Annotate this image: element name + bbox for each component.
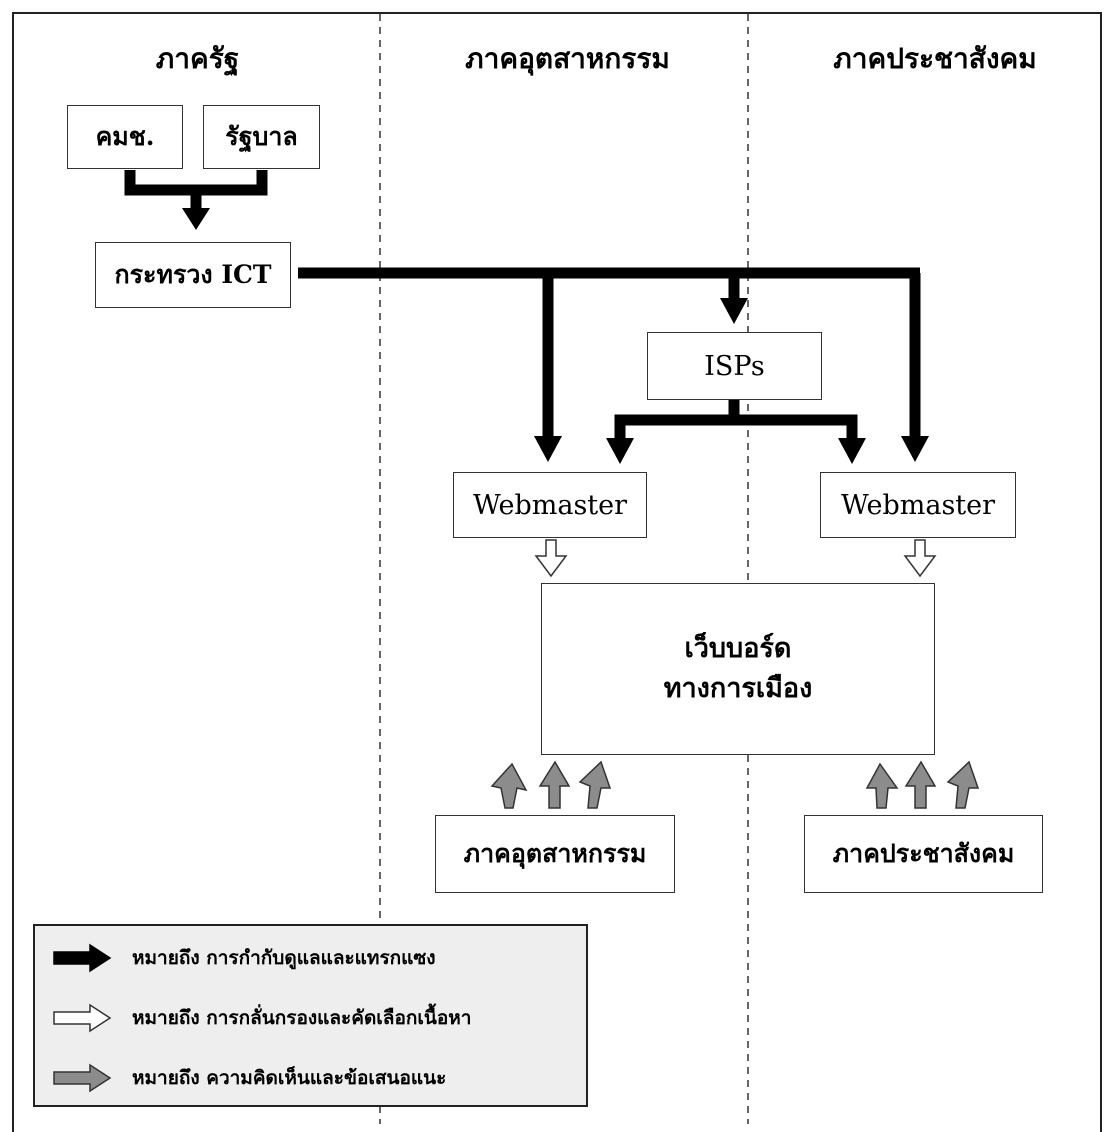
diagram-frame xyxy=(12,12,1102,1132)
industry-bottom-box: ภาคอุตสาหกรรม xyxy=(435,815,675,893)
nsc-box: คมช. xyxy=(67,105,183,169)
control-arrow-ict-bus xyxy=(298,267,929,462)
isps-box: ISPs xyxy=(647,332,822,400)
feedback-arrows-civil xyxy=(865,760,980,809)
legend-item-filter: หมายถึง การกลั่นกรองและคัดเลือกเนื้อหา xyxy=(35,998,471,1038)
column-header-state: ภาครัฐ xyxy=(155,42,240,75)
webboard-line-2: ทางการเมือง xyxy=(663,673,813,704)
government-box: รัฐบาล xyxy=(203,105,320,169)
filter-arrow-industry xyxy=(534,539,568,578)
gray-arrow-icon xyxy=(53,1063,112,1093)
legend-label-feedback: หมายถึง ความคิดเห็นและข้อเสนอแนะ xyxy=(132,1067,447,1089)
legend-box: หมายถึง การกำกับดูแลและแทรกแซง หมายถึง ก… xyxy=(33,924,588,1107)
column-header-industry: ภาคอุตสาหกรรม xyxy=(465,42,670,75)
ministry-ict-box: กระทรวง ICT xyxy=(95,242,291,308)
legend-label-control: หมายถึง การกำกับดูแลและแทรกแซง xyxy=(132,947,436,969)
political-webboard-box: เว็บบอร์ด ทางการเมือง xyxy=(541,583,935,755)
black-arrow-icon xyxy=(53,943,112,973)
column-header-civil: ภาคประชาสังคม xyxy=(833,42,1037,75)
legend-item-feedback: หมายถึง ความคิดเห็นและข้อเสนอแนะ xyxy=(35,1058,446,1098)
legend-item-control: หมายถึง การกำกับดูแลและแทรกแซง xyxy=(35,938,436,978)
civil-bottom-box: ภาคประชาสังคม xyxy=(804,815,1043,893)
webmaster-industry-box: Webmaster xyxy=(453,472,647,538)
feedback-arrows-industry xyxy=(490,760,612,809)
filter-arrow-civil xyxy=(903,539,937,578)
white-arrow-icon xyxy=(53,1003,112,1033)
webmaster-civil-box: Webmaster xyxy=(820,472,1016,538)
legend-label-filter: หมายถึง การกลั่นกรองและคัดเลือกเนื้อหา xyxy=(132,1007,472,1029)
control-arrow-state-merge xyxy=(124,170,268,230)
control-arrow-isps-split xyxy=(606,400,866,464)
webboard-line-1: เว็บบอร์ด xyxy=(684,633,792,664)
